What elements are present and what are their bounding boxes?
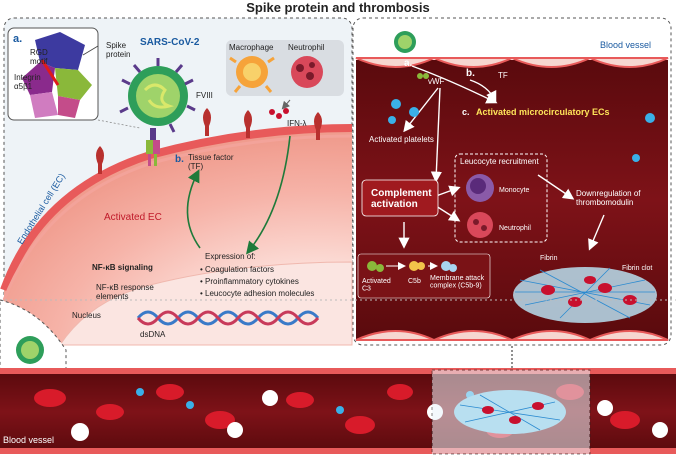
nucleus-label: Nucleus [72,311,101,320]
integrin-structure [22,32,92,118]
complement-box [361,179,439,217]
expression-item: • Coagulation factors [200,265,274,274]
membrane-receptors [96,108,322,174]
expression-title: Expression of: [205,252,256,261]
neutrophil-right-label: Neutrophil [499,225,531,232]
figure-title: Spike protein and thrombosis [246,0,430,15]
activated-ec-label: Activated EC [104,212,162,223]
neutrophil-cell [291,56,323,88]
fibrin-label: Fibrin [540,255,558,262]
neutrophil-right-cell [467,212,493,238]
c5b-molecule [409,261,425,271]
mac-molecule [441,261,457,272]
inset-a-label: a. [13,33,22,45]
tissue-factor-label: Tissue factor(TF) [188,153,234,171]
white-blood-cells [71,390,668,441]
bottom-vessel: Blood vessel [0,299,676,455]
activated-platelets-label: Activated platelets [369,135,434,144]
nfkb-signaling-label: NF-κB signaling [92,263,153,272]
ifn-molecules [269,108,289,119]
bottom-clot [454,390,566,434]
monocyte-cell [466,174,494,202]
activated-platelets [388,99,655,162]
tf-label: TF [498,71,508,80]
tf-expression-arrow [186,169,201,249]
right-label-a: a. [404,58,413,69]
macrophage-cell [229,56,275,93]
fibrin-clot-label: Fibrin clot [622,265,652,272]
right-virion [394,31,416,53]
leucocyte-box [454,153,548,243]
right-label-b: b. [466,68,475,79]
right-panel: Blood vessel a. b. TF vWF c. Activated m… [352,17,672,346]
expression-item: • Proinflammatory cytokines [200,277,299,286]
dsdna-helix [136,310,320,326]
ifn-signaling-arrow [245,135,291,255]
bottom-virion [16,336,44,364]
expression-item: • Leucocyte adhesion molecules [200,289,314,298]
monocyte-label: Monocyte [499,187,529,194]
sars-cov-2-virion [119,58,196,133]
nucleus-region [59,261,353,346]
c5b-label: C5b [408,278,421,285]
spike-integrin-binding [146,128,160,166]
vwf-label: vWF [428,77,445,86]
bottom-endothelium [355,330,669,341]
c3-molecule [367,261,384,272]
vessel-label: Blood vessel [600,40,651,50]
dsdna-label: dsDNA [140,330,166,339]
fviii-label: FVIII [196,91,213,100]
label-c: c. [462,107,470,117]
neutrophil-label: Neutrophil [288,43,325,52]
complement-cascade-box [357,253,491,299]
macrophage-label: Macrophage [229,43,274,52]
top-endothelium [355,57,669,68]
leucocyte-label: Leucocyte recruitment [460,157,539,166]
sars-label: SARS-CoV-2 [140,37,200,48]
fibrin-clot [513,267,657,323]
bottom-vessel-label: Blood vessel [3,435,54,445]
vwf-molecules [417,73,429,79]
ifn-label: IFN-λ [287,119,307,128]
label-b: b. [175,154,184,165]
activated-ecs-label: Activated microcirculatory ECs [476,107,610,117]
